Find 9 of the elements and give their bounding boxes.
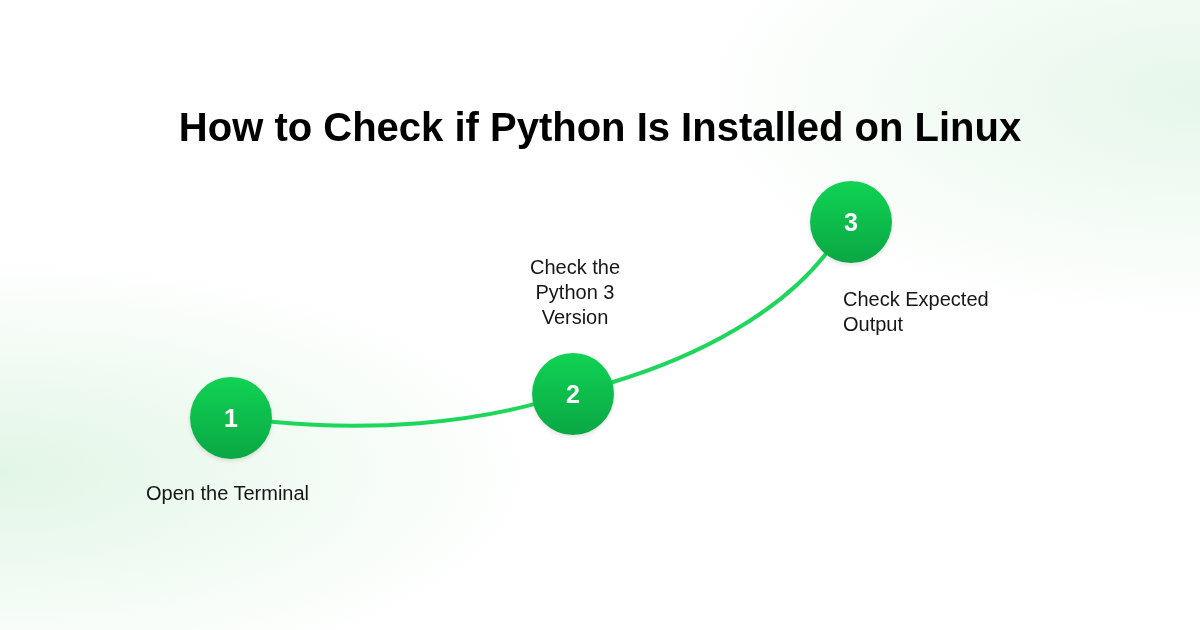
title: How to Check if Python Is Installed on Linux (177, 104, 1023, 151)
step-number: 2 (566, 381, 580, 407)
step-caption: Open the Terminal (146, 481, 310, 506)
connector-curve (610, 252, 828, 385)
step-number: 1 (224, 405, 238, 431)
connector-curve (269, 402, 536, 428)
step-number: 3 (844, 209, 858, 235)
step-caption: Check the Python 3 Version (528, 255, 622, 330)
step-caption: Check Expected Output (843, 287, 990, 337)
